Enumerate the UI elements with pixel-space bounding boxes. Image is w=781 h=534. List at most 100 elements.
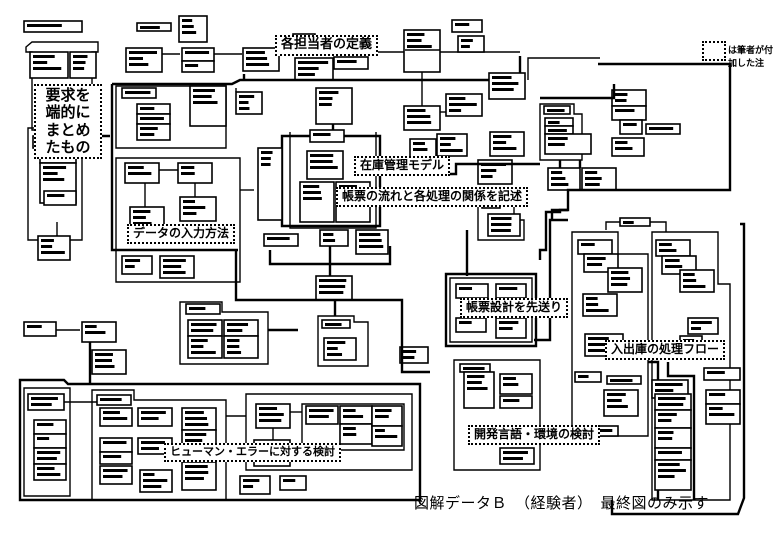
illegible-text bbox=[37, 451, 61, 454]
illegible-text bbox=[683, 273, 695, 276]
illegible-text bbox=[283, 479, 296, 482]
illegible-text bbox=[548, 129, 567, 132]
illegible-text bbox=[140, 117, 164, 120]
illegible-text bbox=[133, 216, 146, 219]
illegible-text bbox=[140, 107, 155, 110]
illegible-text bbox=[141, 441, 165, 444]
box bbox=[99, 437, 133, 453]
illegible-text bbox=[551, 177, 566, 180]
box bbox=[655, 239, 691, 257]
illegible-text bbox=[683, 279, 697, 282]
illegible-text bbox=[185, 471, 209, 474]
box bbox=[223, 319, 259, 337]
illegible-text bbox=[615, 141, 628, 144]
illegible-text bbox=[467, 381, 482, 384]
illegible-text bbox=[659, 243, 672, 246]
illegible-text bbox=[481, 175, 493, 178]
box bbox=[705, 389, 741, 405]
illegible-text bbox=[658, 397, 686, 400]
illegible-text bbox=[191, 339, 208, 342]
illegible-text bbox=[403, 350, 417, 353]
illegible-text bbox=[143, 485, 162, 488]
illegible-text bbox=[37, 437, 50, 440]
illegible-text bbox=[440, 137, 456, 140]
illegible-text bbox=[128, 166, 144, 169]
box bbox=[499, 447, 535, 465]
annotation-dev-language-env: 開発言語・環境の検討 bbox=[468, 425, 601, 445]
illegible-text bbox=[587, 263, 603, 266]
box bbox=[611, 105, 647, 121]
data-input-cluster bbox=[115, 157, 254, 283]
illegible-text bbox=[548, 143, 565, 146]
illegible-text bbox=[547, 109, 565, 112]
illegible-text bbox=[343, 433, 357, 436]
illegible-text bbox=[655, 389, 674, 392]
illegible-text bbox=[140, 26, 160, 29]
illegible-text bbox=[339, 185, 357, 188]
illegible-text bbox=[491, 223, 512, 226]
illegible-text bbox=[615, 147, 633, 150]
illegible-text bbox=[319, 279, 347, 282]
illegible-text bbox=[191, 351, 216, 354]
illegible-text bbox=[343, 427, 356, 430]
illegible-text bbox=[243, 479, 260, 482]
illegible-text bbox=[359, 245, 384, 248]
illegible-text bbox=[183, 206, 206, 209]
illegible-text bbox=[303, 197, 322, 200]
illegible-text bbox=[141, 417, 159, 420]
illegible-text bbox=[191, 329, 214, 332]
illegible-text bbox=[709, 393, 726, 396]
illegible-text bbox=[623, 221, 634, 224]
illegible-text bbox=[658, 413, 677, 416]
illegible-text bbox=[585, 177, 602, 180]
illegible-text bbox=[691, 321, 712, 324]
illegible-text bbox=[449, 103, 477, 106]
illegible-text bbox=[461, 39, 473, 42]
illegible-text bbox=[103, 475, 123, 478]
illegible-text bbox=[611, 271, 629, 274]
annotation-inventory-model: 在庫管理モデル bbox=[354, 156, 451, 176]
illegible-text bbox=[491, 217, 512, 220]
illegible-text bbox=[665, 259, 680, 262]
illegible-text bbox=[407, 39, 422, 42]
illegible-text bbox=[73, 55, 88, 58]
illegible-text bbox=[665, 265, 683, 268]
illegible-text bbox=[503, 383, 519, 386]
box bbox=[687, 317, 719, 335]
illegible-text bbox=[41, 239, 54, 242]
illegible-text bbox=[503, 399, 520, 402]
illegible-text bbox=[467, 387, 488, 390]
illegible-text bbox=[185, 439, 203, 442]
illegible-text bbox=[375, 409, 392, 412]
legend-dotted-box-icon bbox=[702, 41, 726, 61]
illegible-text bbox=[185, 411, 204, 414]
illegible-text bbox=[581, 243, 595, 246]
illegible-text bbox=[319, 97, 333, 100]
box bbox=[403, 29, 441, 73]
illegible-text bbox=[141, 411, 166, 414]
illegible-text bbox=[246, 51, 265, 54]
illegible-text bbox=[359, 233, 381, 236]
illegible-text bbox=[43, 178, 65, 181]
annotation-data-input-method: データの入力方法 bbox=[127, 224, 236, 244]
illegible-text bbox=[125, 259, 141, 262]
illegible-text bbox=[303, 191, 321, 194]
illegible-text bbox=[327, 353, 343, 356]
illegible-text bbox=[227, 329, 243, 332]
illegible-text bbox=[185, 465, 208, 468]
illegible-text bbox=[193, 101, 218, 104]
inventory-model-cluster bbox=[234, 87, 430, 374]
illegible-text bbox=[125, 265, 135, 268]
illegible-text bbox=[182, 31, 197, 34]
illegible-text bbox=[261, 151, 273, 154]
illegible-text bbox=[133, 210, 151, 213]
illegible-text bbox=[319, 291, 344, 294]
illegible-text bbox=[125, 91, 151, 94]
illegible-text bbox=[375, 429, 385, 432]
annotation-roles-definition: 各担当者の定義 bbox=[275, 35, 379, 56]
illegible-text bbox=[658, 437, 673, 440]
illegible-text bbox=[189, 307, 206, 310]
illegible-text bbox=[37, 473, 61, 476]
illegible-text bbox=[325, 323, 342, 326]
illegible-text bbox=[103, 469, 128, 472]
